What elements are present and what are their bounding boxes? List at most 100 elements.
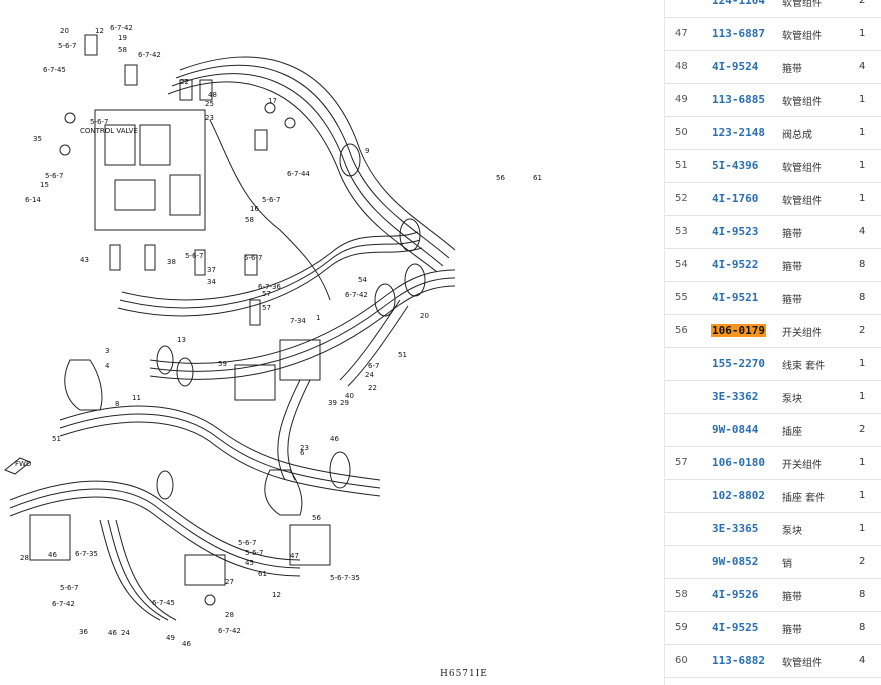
callout-label: 5-6-7-35 <box>330 574 360 582</box>
callout-label: 3 <box>105 347 109 355</box>
part-number-link[interactable]: 4I-9521 <box>712 291 759 304</box>
part-number-link[interactable]: 4I-9524 <box>712 60 759 73</box>
callout-label: 23 <box>300 444 309 452</box>
parts-row: 47 113-6887 软管组件 1 <box>665 18 881 51</box>
item-number: 58 <box>675 589 688 600</box>
part-quantity: 8 <box>859 622 866 633</box>
callout-label: 5-6-7 <box>45 172 63 180</box>
part-quantity: 4 <box>859 655 866 666</box>
part-number-link[interactable]: 9W-0844 <box>712 423 759 436</box>
part-number-link[interactable]: 106-0180 <box>712 456 765 469</box>
part-number-link[interactable]: 4I-9525 <box>712 621 759 634</box>
callout-label: 59 <box>218 360 227 368</box>
callout-label: 35 <box>33 135 42 143</box>
callout-label: 61 <box>533 174 542 182</box>
parts-row: 60 113-6882 软管组件 4 <box>665 645 881 678</box>
part-quantity: 1 <box>859 391 866 402</box>
callout-label: 46 <box>330 435 339 443</box>
part-name: 开关组件 <box>782 460 822 471</box>
parts-row: 3E-3362 泵块 1 <box>665 381 881 414</box>
callout-label: 29 <box>340 399 349 407</box>
part-number-link[interactable]: 4I-1760 <box>712 192 759 205</box>
part-name: 箍带 <box>782 64 802 75</box>
part-quantity: 2 <box>859 325 866 336</box>
part-number-link[interactable]: 9W-0852 <box>712 555 759 568</box>
callout-label: 43 <box>80 256 89 264</box>
part-number-link[interactable]: 102-8802 <box>712 489 765 502</box>
callout-label: 7-34 <box>290 317 306 325</box>
callout-label: 36 <box>79 628 88 636</box>
part-name: 箍带 <box>782 295 802 306</box>
part-number-link[interactable]: 113-6885 <box>712 93 765 106</box>
part-quantity: 4 <box>859 61 866 72</box>
callout-label: 22 <box>368 384 377 392</box>
part-number-link[interactable]: 113-6882 <box>712 654 765 667</box>
callout-label: 6-7-42 <box>218 627 241 635</box>
part-name: 软管组件 <box>782 658 822 669</box>
callout-label: 5-6-7 <box>185 252 203 260</box>
part-name: 销 <box>782 559 792 570</box>
item-number: 50 <box>675 127 688 138</box>
callout-label: 6-7 <box>368 362 379 370</box>
drawing-code: H6571IE <box>440 669 488 679</box>
callout-label: 56 <box>496 174 505 182</box>
part-quantity: 1 <box>859 358 866 369</box>
callout-label: 5-6-7 <box>262 196 280 204</box>
part-number-link[interactable]: 155-2270 <box>712 357 765 370</box>
callout-label: 6-7-45 <box>43 66 66 74</box>
parts-list: 124-1104 软管组件 2 47 113-6887 软管组件 1 4 8 4I-9524 箍带 4… <box>664 0 881 685</box>
part-name: 插座 套件 <box>782 493 826 504</box>
part-name: 软管组件 <box>782 31 822 42</box>
callout-label: 9 <box>365 147 369 155</box>
part-name: 阀总成 <box>782 130 812 141</box>
part-name: 泵块 <box>782 394 802 405</box>
part-number-link[interactable]: 4I-9526 <box>712 588 759 601</box>
part-number-link[interactable]: 4I-9523 <box>712 225 759 238</box>
parts-list-rows: 124-1104 软管组件 2 47 113-6887 软管组件 1 4 8 4I-9524 箍带 4… <box>665 0 881 678</box>
part-number-link[interactable]: 123-2148 <box>712 126 765 139</box>
callout-label: 46 <box>48 551 57 559</box>
part-number-link[interactable]: 3E-3365 <box>712 522 759 535</box>
callout-label: 34 <box>207 278 216 286</box>
item-number: 60 <box>675 655 688 666</box>
part-number-link[interactable]: 113-6887 <box>712 27 765 40</box>
part-name: 软管组件 <box>782 97 822 108</box>
item-number: 47 <box>675 28 688 39</box>
callout-label: 8 <box>115 400 119 408</box>
callout-label: 17 <box>268 97 277 105</box>
callout-label: 6-7-35 <box>75 550 98 558</box>
part-number-link[interactable]: 106-0179 <box>711 324 766 337</box>
callout-label: 1 <box>316 314 320 322</box>
callout-label: 6-7-42 <box>110 24 133 32</box>
part-number-link[interactable]: 5I-4396 <box>712 159 759 172</box>
callout-label: 24 <box>365 371 374 379</box>
callout-label: 48 <box>208 91 217 99</box>
part-quantity: 1 <box>859 490 866 501</box>
callout-label: 11 <box>132 394 141 402</box>
callout-label: 6-7-45 <box>152 599 175 607</box>
part-quantity: 1 <box>859 28 866 39</box>
item-number: 49 <box>675 94 688 105</box>
item-number: 57 <box>675 457 688 468</box>
part-number-link[interactable]: 3E-3362 <box>712 390 759 403</box>
part-name: 插座 <box>782 427 802 438</box>
part-quantity: 1 <box>859 160 866 171</box>
item-number: 56 <box>675 325 688 336</box>
part-name: 软管组件 <box>782 0 822 9</box>
part-number-link[interactable]: 124-1104 <box>712 0 765 7</box>
part-number-link[interactable]: 4I-9522 <box>712 258 759 271</box>
callout-label: 20 <box>420 312 429 320</box>
item-number: 59 <box>675 622 688 633</box>
part-name: 软管组件 <box>782 196 822 207</box>
callout-label: 20 <box>60 27 69 35</box>
